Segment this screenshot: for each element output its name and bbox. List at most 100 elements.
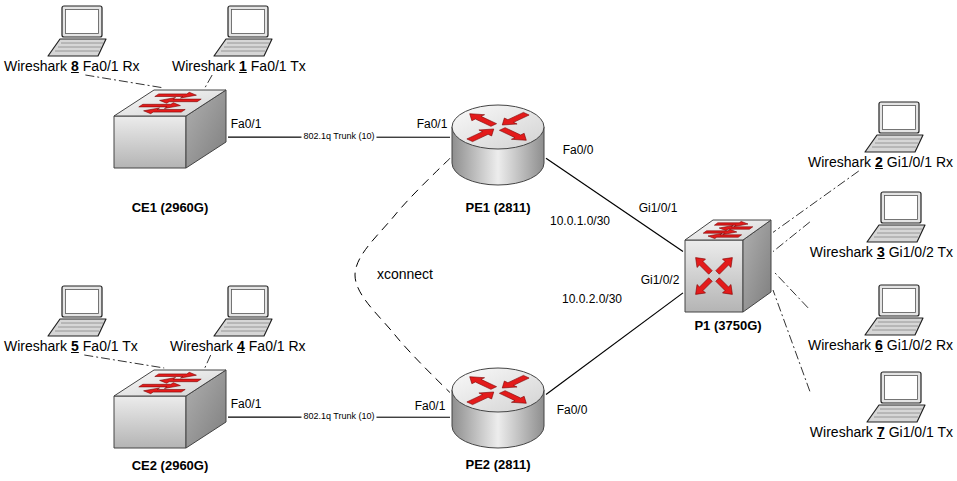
arrow-glyph bbox=[139, 108, 187, 114]
capture-text: Fa0/1 Rx bbox=[249, 338, 306, 355]
switch-front bbox=[114, 396, 186, 448]
capture-tap-line bbox=[205, 75, 212, 88]
capture-text: Fa0/1 Tx bbox=[83, 338, 138, 355]
multilayer-switch: P1 (3750G) bbox=[683, 218, 773, 314]
switch-top bbox=[114, 370, 226, 396]
capture-tap-line bbox=[773, 171, 859, 232]
network-link bbox=[546, 293, 683, 395]
capture-laptop: Wireshark6Gi1/0/2 Rx bbox=[808, 283, 953, 354]
router-arrow bbox=[496, 374, 533, 391]
callout-number: 6 bbox=[875, 337, 883, 354]
arrow-glyph bbox=[691, 253, 714, 276]
arrow-glyph bbox=[463, 126, 500, 143]
router-device: PE1 (2811) bbox=[450, 95, 546, 191]
capture-text: Wireshark bbox=[810, 424, 873, 441]
capture-laptop: Wireshark2Gi1/0/1 Rx bbox=[808, 100, 953, 171]
capture-text: Wireshark bbox=[808, 154, 871, 171]
callout-number: 7 bbox=[877, 424, 885, 441]
laptop-keys bbox=[55, 43, 103, 51]
arrow-glyph bbox=[496, 389, 533, 406]
capture-label: Wireshark7Gi1/0/1 Tx bbox=[810, 424, 953, 441]
laptop-base bbox=[48, 319, 106, 336]
laptop-keys bbox=[872, 322, 920, 330]
link-label: 10.0.2.0/30 bbox=[560, 293, 624, 306]
mls-top bbox=[685, 220, 771, 240]
laptop-icon bbox=[46, 4, 108, 58]
capture-laptop: Wireshark8Fa0/1 Rx bbox=[4, 4, 140, 75]
mls-front-arrow bbox=[713, 253, 736, 276]
laptop-screen bbox=[884, 196, 917, 220]
laptop-lid bbox=[62, 6, 102, 37]
arrow-glyph bbox=[155, 378, 203, 384]
callout-number: 3 bbox=[877, 244, 885, 261]
link-label: xconnect bbox=[375, 267, 435, 282]
capture-text: Wireshark bbox=[170, 338, 233, 355]
link-label: 802.1q Trunk (10) bbox=[301, 132, 376, 142]
switch-device: CE2 (2960G) bbox=[112, 368, 228, 450]
capture-label: Wireshark6Gi1/0/2 Rx bbox=[808, 337, 953, 354]
laptop-lid bbox=[881, 372, 921, 403]
router-arrow bbox=[496, 111, 533, 128]
callout-number: 8 bbox=[71, 58, 79, 75]
link-label: 10.0.1.0/30 bbox=[548, 215, 612, 228]
device-name: CE1 (2960G) bbox=[132, 200, 209, 215]
laptop-screen bbox=[232, 290, 265, 314]
capture-laptop: Wireshark5Fa0/1 Tx bbox=[4, 284, 138, 355]
laptop-keys bbox=[221, 323, 269, 331]
arrow-glyph bbox=[704, 233, 743, 238]
laptop-base bbox=[214, 39, 272, 56]
arrow-glyph bbox=[152, 372, 200, 378]
capture-label: Wireshark4Fa0/1 Rx bbox=[170, 338, 306, 355]
laptop-screen bbox=[883, 106, 916, 130]
capture-laptop: Wireshark7Gi1/0/1 Tx bbox=[810, 370, 953, 441]
capture-tap-line bbox=[773, 271, 808, 308]
capture-label: Wireshark3Gi1/0/2 Tx bbox=[810, 244, 953, 261]
laptop-icon bbox=[863, 100, 925, 154]
capture-tap-line bbox=[773, 290, 810, 391]
capture-tap-line bbox=[84, 355, 164, 368]
device-icon bbox=[450, 95, 546, 191]
laptop-base bbox=[48, 39, 106, 56]
interface-label: Gi1/0/1 bbox=[639, 202, 678, 215]
laptop-lid bbox=[879, 102, 919, 133]
laptop-icon bbox=[212, 284, 274, 338]
laptop-screen bbox=[883, 289, 916, 313]
device-icon bbox=[450, 358, 546, 454]
arrow-glyph bbox=[463, 111, 500, 128]
laptop-keys bbox=[221, 43, 269, 51]
arrow-glyph bbox=[139, 388, 187, 394]
switch-top bbox=[114, 90, 226, 116]
laptop-base bbox=[867, 225, 925, 242]
laptop-icon bbox=[212, 4, 274, 58]
arrow-glyph bbox=[496, 111, 533, 128]
arrow-glyph bbox=[136, 383, 184, 389]
arrow-glyph bbox=[155, 98, 203, 104]
capture-laptop: Wireshark3Gi1/0/2 Tx bbox=[810, 190, 953, 261]
laptop-icon bbox=[865, 190, 927, 244]
arrow-glyph bbox=[713, 275, 736, 298]
laptop-keys bbox=[55, 323, 103, 331]
laptop-lid bbox=[228, 6, 268, 37]
capture-text: Wireshark bbox=[810, 244, 873, 261]
mls-front-arrow bbox=[691, 253, 714, 276]
device-name: CE2 (2960G) bbox=[132, 458, 209, 473]
mls-top-arrows bbox=[696, 221, 761, 238]
capture-label: Wireshark5Fa0/1 Tx bbox=[4, 338, 138, 355]
capture-laptop: Wireshark1Fa0/1 Tx bbox=[172, 4, 306, 75]
capture-tap-line bbox=[773, 222, 810, 252]
capture-tap-line bbox=[85, 75, 164, 88]
capture-text: Gi1/0/2 Tx bbox=[889, 244, 953, 261]
arrow-glyph bbox=[463, 374, 500, 391]
laptop-base bbox=[867, 405, 925, 422]
router-arrow bbox=[496, 126, 533, 143]
laptop-base bbox=[214, 319, 272, 336]
link-label: 802.1q Trunk (10) bbox=[301, 412, 376, 422]
interface-label: Fa0/0 bbox=[563, 144, 594, 157]
laptop-screen bbox=[66, 290, 99, 314]
capture-label: Wireshark2Gi1/0/1 Rx bbox=[808, 154, 953, 171]
capture-label: Wireshark1Fa0/1 Tx bbox=[172, 58, 306, 75]
laptop-keys bbox=[874, 229, 922, 237]
capture-text: Gi1/0/1 Tx bbox=[889, 424, 953, 441]
mls-front-arrow bbox=[713, 275, 736, 298]
